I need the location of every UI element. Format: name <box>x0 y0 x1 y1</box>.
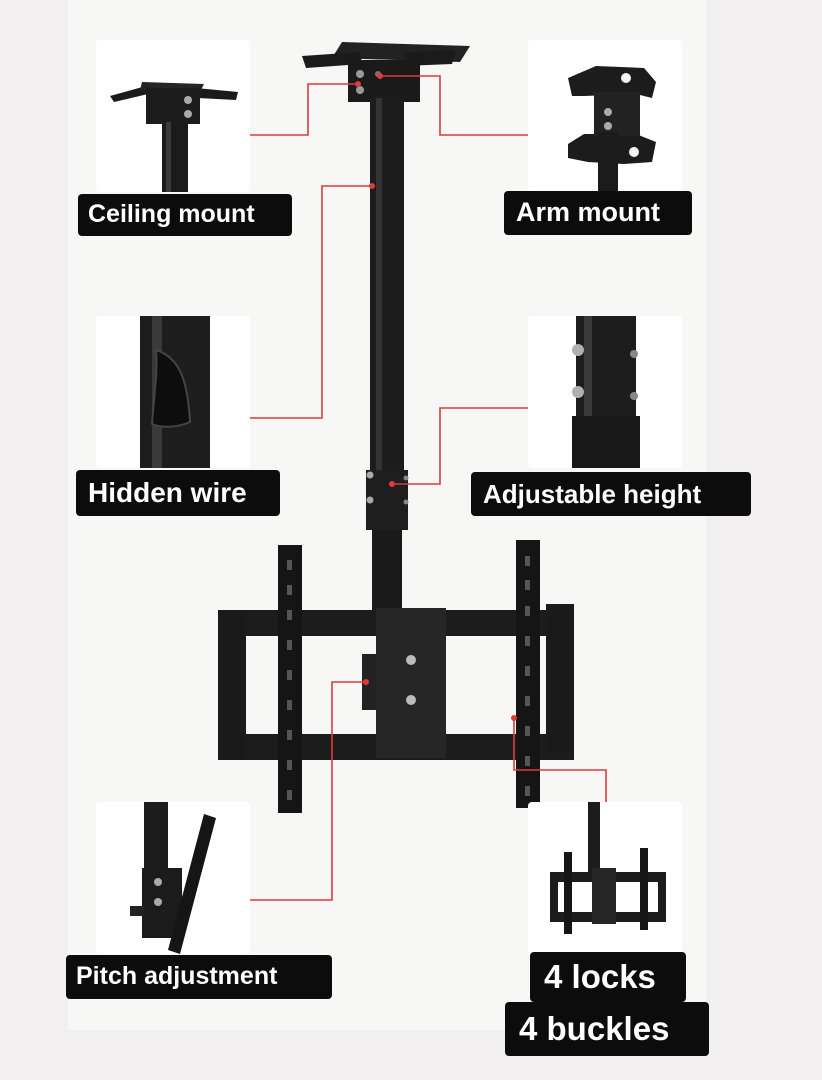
thumbnail-arm-mount <box>528 40 682 192</box>
leader-adjustable-height <box>392 407 528 485</box>
thumbnail-pitch-adjustment <box>96 802 250 954</box>
leader-locks <box>513 718 607 806</box>
thumbnail-locks-buckles <box>528 802 682 954</box>
thumbnail-hidden-wire <box>96 316 250 468</box>
label-locks-bottom: 4 buckles <box>505 1002 709 1056</box>
leader-pitch-adjustment <box>250 681 366 901</box>
thumbnail-ceiling-mount <box>96 40 250 192</box>
leader-ceiling-mount <box>250 83 358 136</box>
leader-hidden-wire <box>250 185 372 419</box>
label-hidden-wire: Hidden wire <box>76 470 280 516</box>
label-locks-top: 4 locks <box>530 952 686 1002</box>
label-ceiling-mount: Ceiling mount <box>78 194 292 236</box>
thumbnail-adjustable-height <box>528 316 682 468</box>
label-pitch-adjustment: Pitch adjustment <box>66 955 332 999</box>
label-adjustable-height: Adjustable height <box>471 472 751 516</box>
leader-arm-mount <box>380 75 528 136</box>
label-arm-mount: Arm mount <box>504 191 692 235</box>
